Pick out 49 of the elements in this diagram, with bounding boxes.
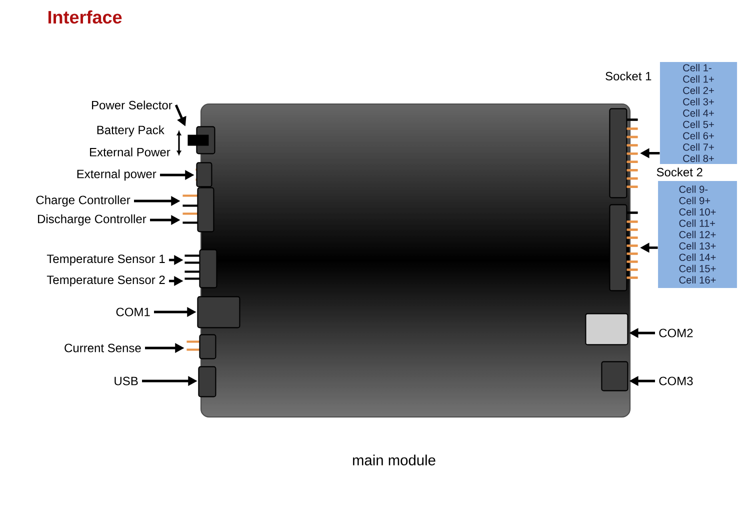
node-label: Cell 8+ <box>683 154 714 162</box>
cell-list: Cell 1- Cell 1+ Cell 2+ Cell 3+ Cell 4+ Cell 5+ Cell 6+ Cell 7+ Cell 8+ <box>660 62 738 164</box>
node-label: Cell 13+ <box>679 242 716 250</box>
socket-heading: Socket 2 <box>656 168 702 176</box>
label: Current Sense <box>64 344 141 352</box>
socket <box>609 204 638 292</box>
title: Interface <box>48 10 122 24</box>
connector <box>186 334 216 360</box>
label: COM1 <box>116 308 150 316</box>
node-label: Cell 10+ <box>679 208 716 216</box>
connector <box>196 162 212 188</box>
switch <box>188 126 216 154</box>
node-label: Cell 5+ <box>683 120 714 128</box>
label: Temperature Sensor 2 <box>46 276 165 286</box>
connector <box>197 296 240 328</box>
node-label: Cell 11+ <box>679 219 715 227</box>
connector <box>198 366 216 398</box>
label: External power <box>77 169 156 181</box>
node-label: Cell 1- <box>683 64 712 72</box>
node-label: Cell 2+ <box>683 86 714 94</box>
label: External Power <box>90 148 170 156</box>
connector <box>601 361 628 392</box>
connector <box>184 249 218 288</box>
node-label: Cell 9- <box>679 185 708 193</box>
node-label: Cell 9+ <box>679 196 710 204</box>
connector <box>182 187 214 232</box>
label: Discharge Controller <box>38 214 146 226</box>
label: COM3 <box>659 376 693 386</box>
label: Power Selector <box>92 100 172 110</box>
node-label: Cell 16+ <box>679 276 716 284</box>
connector <box>585 313 628 346</box>
caption: main module <box>353 454 436 466</box>
cell-list: Cell 9- Cell 9+ Cell 10+ Cell 11+ Cell 12+ Cell 13+ Cell 14+ Cell 15+ Cell 16+ <box>658 181 737 288</box>
node-label: Cell 14+ <box>679 253 716 261</box>
label: COM2 <box>659 328 693 338</box>
node-label: Cell 6+ <box>683 132 714 140</box>
label: Battery Pack <box>97 125 164 137</box>
label: Charge Controller <box>36 195 130 207</box>
label: Temperature Sensor 1 <box>46 254 165 266</box>
node-label: Cell 1+ <box>683 75 714 83</box>
node-label: Cell 3+ <box>683 98 714 106</box>
label: USB <box>114 376 138 386</box>
node-label: Cell 7+ <box>683 143 714 151</box>
node-label: Cell 12+ <box>679 230 716 238</box>
module-body <box>200 103 631 418</box>
node-label: Cell 15+ <box>679 264 716 272</box>
socket-heading: Socket 1 <box>606 72 652 80</box>
socket <box>609 108 638 198</box>
node-label: Cell 4+ <box>683 109 714 117</box>
